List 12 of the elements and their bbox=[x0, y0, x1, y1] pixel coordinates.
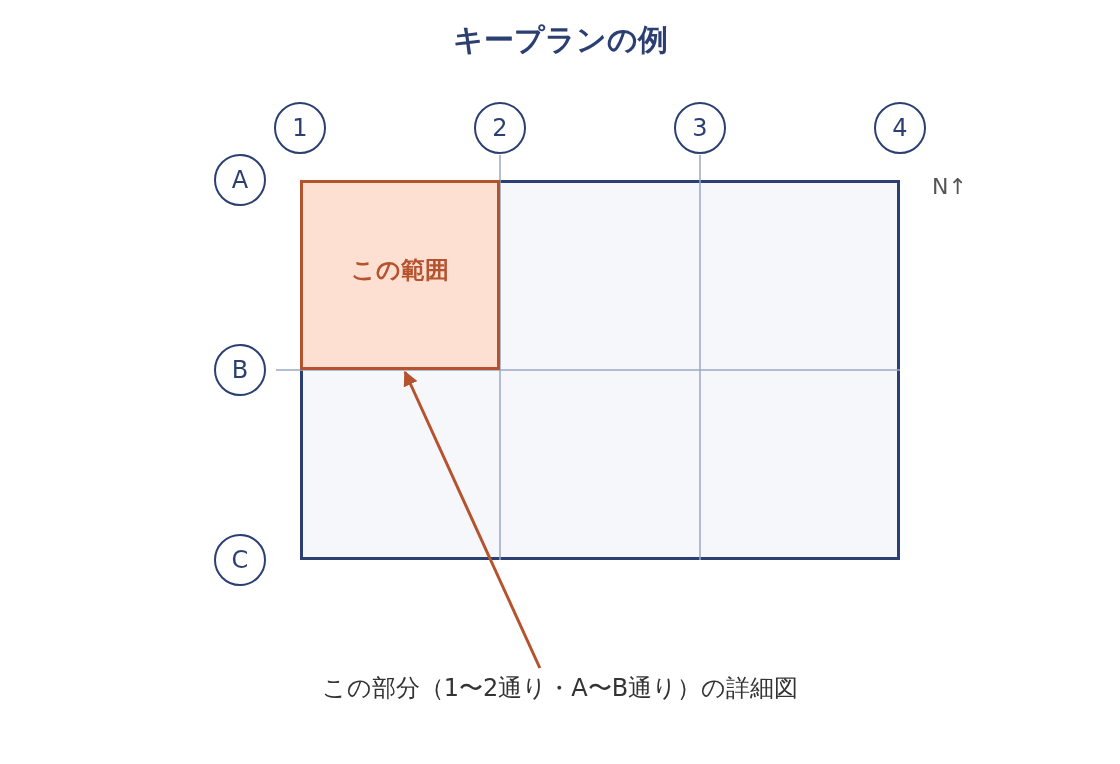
diagram-title: キープランの例 bbox=[451, 21, 669, 59]
callout-text: この部分（1〜2通り・A〜B通り）の詳細図 bbox=[200, 670, 920, 706]
grid-axis-marker: 1 bbox=[274, 102, 326, 154]
grid-axis-marker: C bbox=[214, 534, 266, 586]
grid-axis-marker: A bbox=[214, 154, 266, 206]
highlighted-area: この範囲 bbox=[300, 180, 500, 370]
arrow bbox=[403, 370, 542, 669]
grid-axis-marker: 3 bbox=[674, 102, 726, 154]
north-indicator: N↑ bbox=[932, 174, 967, 199]
grid-axis-marker: 4 bbox=[874, 102, 926, 154]
grid-axis-marker: B bbox=[214, 344, 266, 396]
grid-axis-marker: 2 bbox=[474, 102, 526, 154]
